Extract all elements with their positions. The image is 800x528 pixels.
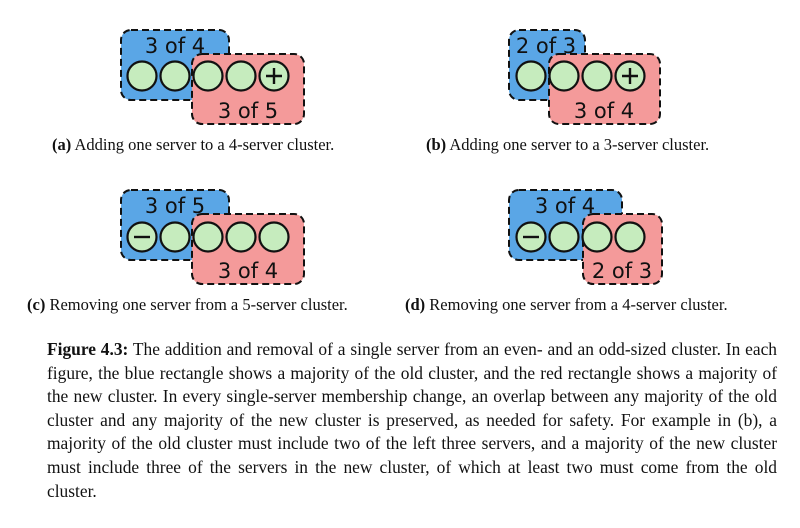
panel-caption-text: Adding one server to a 3-server cluster. bbox=[446, 135, 710, 154]
diagram-b: 2 of 3 3 of 4 bbox=[508, 29, 661, 125]
server-row bbox=[515, 221, 646, 253]
server-node bbox=[515, 60, 547, 92]
diagram-c: 3 of 5 3 of 4 bbox=[120, 189, 305, 285]
figure-caption-text: The addition and removal of a single ser… bbox=[47, 339, 778, 501]
panel-c: 3 of 5 3 of 4 (c) Removing one server fr… bbox=[0, 165, 400, 325]
new-cluster-label: 3 of 5 bbox=[218, 99, 278, 123]
server-node bbox=[192, 60, 224, 92]
panel-caption-text: Removing one server from a 5-server clus… bbox=[45, 295, 348, 314]
server-row bbox=[126, 221, 290, 253]
server-node bbox=[548, 221, 580, 253]
server-node bbox=[225, 60, 257, 92]
panel-caption-label: (b) bbox=[426, 135, 447, 154]
panel-b: 2 of 3 3 of 4 (b) Adding one server to a… bbox=[400, 0, 800, 160]
server-node bbox=[258, 221, 290, 253]
server-node bbox=[614, 221, 646, 253]
server-node bbox=[126, 60, 158, 92]
server-row bbox=[126, 60, 290, 92]
old-cluster-label: 3 of 4 bbox=[145, 34, 205, 58]
panel-caption-label: (c) bbox=[27, 295, 46, 314]
diagram-d: 3 of 4 2 of 3 bbox=[508, 189, 663, 285]
panel-d: 3 of 4 2 of 3 (d) Removing one server fr… bbox=[400, 165, 800, 325]
server-node bbox=[159, 221, 191, 253]
figure-caption: Figure 4.3: The addition and removal of … bbox=[47, 338, 777, 503]
panel-caption-label: (a) bbox=[52, 135, 72, 154]
figure-caption-label: Figure 4.3: bbox=[47, 339, 129, 359]
server-node bbox=[548, 60, 580, 92]
server-node bbox=[581, 221, 613, 253]
panel-caption: (b) Adding one server to a 3-server clus… bbox=[426, 135, 709, 155]
new-cluster-label: 3 of 4 bbox=[574, 99, 634, 123]
new-cluster-label: 3 of 4 bbox=[218, 259, 278, 283]
panel-a: 3 of 4 3 of 5 (a) Adding one server to a… bbox=[0, 0, 400, 160]
panel-caption-text: Removing one server from a 4-server clus… bbox=[425, 295, 728, 314]
old-cluster-label: 3 of 4 bbox=[535, 194, 595, 218]
panel-caption: (a) Adding one server to a 4-server clus… bbox=[52, 135, 334, 155]
old-cluster-label: 3 of 5 bbox=[145, 194, 205, 218]
diagram-a: 3 of 4 3 of 5 bbox=[120, 29, 305, 125]
panel-caption-text: Adding one server to a 4-server cluster. bbox=[71, 135, 335, 154]
server-node bbox=[192, 221, 224, 253]
plus-icon bbox=[266, 68, 282, 84]
server-node bbox=[225, 221, 257, 253]
panel-caption-label: (d) bbox=[405, 295, 426, 314]
panel-caption: (d) Removing one server from a 4-server … bbox=[405, 295, 728, 315]
server-row bbox=[515, 60, 646, 92]
panel-caption: (c) Removing one server from a 5-server … bbox=[27, 295, 348, 315]
server-node bbox=[581, 60, 613, 92]
plus-icon bbox=[622, 68, 638, 84]
new-cluster-label: 2 of 3 bbox=[592, 259, 652, 283]
old-cluster-label: 2 of 3 bbox=[516, 34, 576, 58]
server-node bbox=[159, 60, 191, 92]
